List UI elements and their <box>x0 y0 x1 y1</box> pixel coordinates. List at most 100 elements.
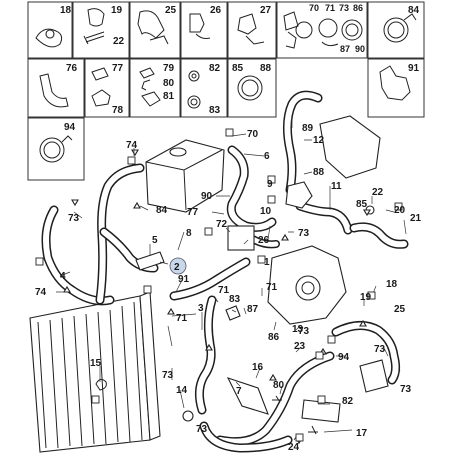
ref-box <box>257 255 266 264</box>
callout-label: 73 <box>400 384 412 395</box>
grid-label: 84 <box>408 5 420 16</box>
grid-label: 77 <box>112 63 124 74</box>
callout-label: 18 <box>386 279 398 290</box>
grid-label: 73 <box>339 3 349 13</box>
ref-box <box>394 202 403 211</box>
callout-label: 1 <box>264 257 270 268</box>
ref-box <box>127 156 136 165</box>
callout-label: 15 <box>90 358 102 369</box>
grid-label: 78 <box>112 105 124 116</box>
washer-82-icon <box>188 70 200 82</box>
clamp-73-icon <box>318 18 338 38</box>
callout-label: 83 <box>229 294 241 305</box>
callout-label: 23 <box>294 341 306 352</box>
clip-83-icon <box>225 305 241 321</box>
expansion-tank-edges-icon <box>145 149 223 211</box>
cell-25 <box>129 1 181 59</box>
bolt-22-icon <box>83 31 105 45</box>
callout-label: 25 <box>394 304 406 315</box>
bolt-80-icon <box>272 395 282 403</box>
tank-cap-icon <box>169 147 187 157</box>
hoses <box>41 90 409 453</box>
callout-label: 88 <box>313 167 325 178</box>
arrow-icon <box>71 199 79 207</box>
arrow-icon <box>269 373 277 381</box>
grid-label: 22 <box>113 36 125 47</box>
callout-label: 71 <box>266 282 278 293</box>
callout-label: 17 <box>356 428 368 439</box>
callout-label: 73 <box>374 344 386 355</box>
cell-84 <box>367 1 425 59</box>
arrow-icon <box>205 343 213 351</box>
grid-label: 91 <box>408 63 420 74</box>
radiator-fins-icon <box>37 301 143 449</box>
arrow-icon <box>359 319 367 327</box>
callout-label: 73 <box>196 424 208 435</box>
callout-label: 9 <box>267 179 273 190</box>
washer-83-hole-icon <box>190 98 198 106</box>
oil-cooler-icon <box>359 359 389 393</box>
ref-box <box>91 395 100 404</box>
callout-label: 87 <box>247 304 259 315</box>
callout-label: 73 <box>298 228 310 239</box>
clip-80-icon <box>141 91 161 107</box>
callout-label: 12 <box>313 135 325 146</box>
callout-label: 19 <box>360 292 372 303</box>
callout-label: 24 <box>288 442 300 453</box>
grid-label: 81 <box>163 91 175 102</box>
callout-label: 6 <box>264 151 270 162</box>
ref-box <box>327 335 336 344</box>
callout-2-highlight <box>169 257 187 275</box>
bracket-26-icon <box>227 225 255 251</box>
grid-label: 71 <box>325 3 335 13</box>
clamp-94-icon <box>39 137 65 163</box>
clamp-94-tab-icon <box>61 135 73 143</box>
clip-79-icon <box>139 67 155 79</box>
ref-box <box>225 128 234 137</box>
callout-label: 86 <box>268 332 280 343</box>
cell-27 <box>227 1 277 59</box>
cell-77-78 <box>84 58 130 118</box>
cell-26 <box>180 1 228 59</box>
arrow-icon <box>167 307 175 315</box>
callout-label: 11 <box>331 181 342 192</box>
bracket-25-icon <box>137 10 169 45</box>
grid-label: 86 <box>353 3 363 13</box>
cell-91 <box>367 58 425 118</box>
bolt-7-icon <box>308 425 318 435</box>
cell-85-88 <box>227 58 277 118</box>
callout-label: 14 <box>176 385 188 396</box>
callout-label: 5 <box>152 235 158 246</box>
grid-label: 19 <box>111 5 123 16</box>
callout-label: 7 <box>236 386 242 397</box>
arrow-icon <box>133 201 141 209</box>
callout-label: 22 <box>372 187 384 198</box>
grid-label: 25 <box>165 5 177 16</box>
grid-label: 80 <box>163 78 175 89</box>
callout-label: 10 <box>260 206 272 217</box>
sensor-88-icon <box>285 181 313 209</box>
grid-label: 70 <box>309 3 319 13</box>
bolt-81-icon <box>141 79 151 91</box>
thermostat-housing <box>227 115 389 393</box>
grid-label: 79 <box>163 63 175 74</box>
callout-label: 84 <box>156 205 168 216</box>
callout-label: 21 <box>410 213 422 224</box>
callout-label: 82 <box>342 396 354 407</box>
arrow-icon <box>363 209 371 217</box>
clamp-85-inner-icon <box>241 79 259 97</box>
clamp-86-inner-icon <box>345 23 359 37</box>
clamp-84-icon <box>383 17 409 43</box>
grid-label: 85 <box>232 63 244 74</box>
callout-label: 16 <box>252 362 264 373</box>
bracket-8-icon <box>135 251 165 271</box>
grid-label: 94 <box>64 122 76 133</box>
expansion-tank-body-icon <box>145 139 225 213</box>
ref-box <box>267 195 276 204</box>
plug-14-icon <box>182 410 194 422</box>
washer-83-icon <box>187 95 201 109</box>
washer-82-hole-icon <box>191 73 197 79</box>
callout-label: 71 <box>176 313 188 324</box>
arrow-icon <box>281 233 289 241</box>
